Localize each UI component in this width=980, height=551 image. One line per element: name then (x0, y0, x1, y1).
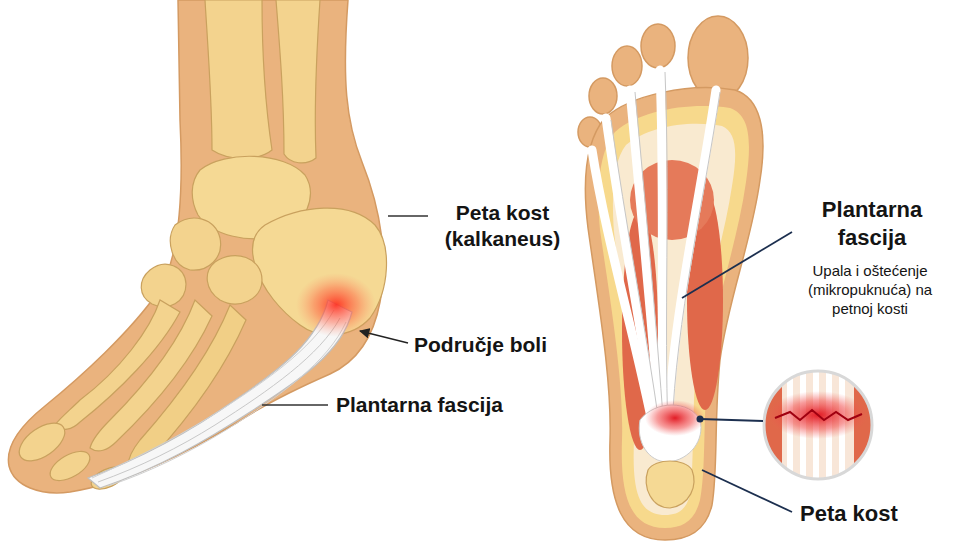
leader-lines (262, 216, 792, 512)
pain-label: Područje boli (414, 332, 547, 358)
bone-label: Peta kost (800, 500, 898, 528)
note-label: Upala i oštećenje (mikropuknuća) na petn… (800, 262, 940, 318)
fascia-label: Plantarna fascija (797, 196, 947, 251)
sole-foot (578, 16, 763, 540)
magnified-inset (760, 368, 880, 488)
bone-label: Peta kost (kalkaneus) (420, 200, 585, 253)
side-foot (8, 0, 386, 494)
fascia-label: Plantarna fascija (336, 392, 503, 418)
